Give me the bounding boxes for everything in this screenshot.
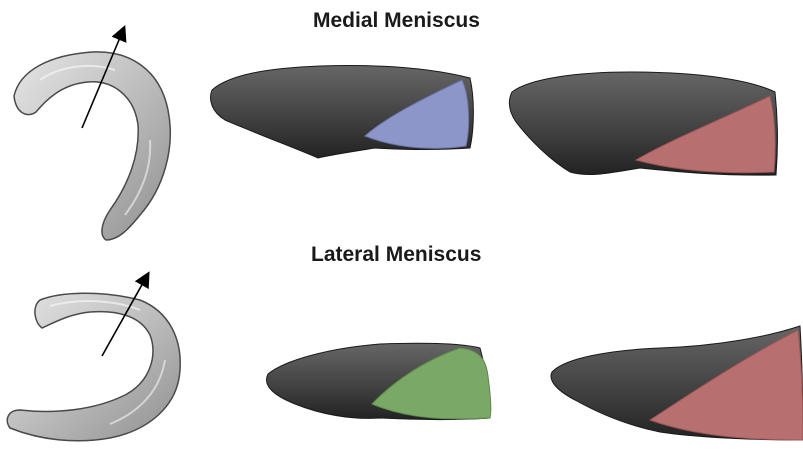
- medial-top-view: [14, 52, 170, 240]
- lateral-side-view-1: [267, 343, 491, 419]
- lateral-top-view: [7, 293, 180, 441]
- medial-side-view-1: [211, 66, 474, 159]
- medial-side-view-2: [509, 72, 777, 175]
- lateral-side-view-2: [551, 326, 803, 440]
